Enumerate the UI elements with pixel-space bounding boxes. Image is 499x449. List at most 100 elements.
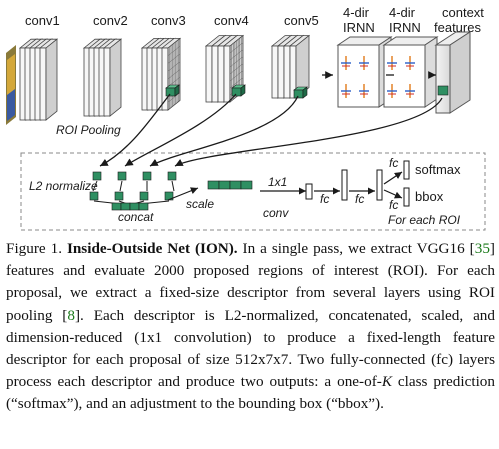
bbox-label: bbox — [415, 189, 444, 204]
slab-front — [103, 47, 111, 117]
caption-title: Inside-Outside Net (ION). — [66, 240, 238, 257]
caption-k-symbol: K — [381, 373, 392, 391]
concat-segment — [129, 202, 140, 211]
normalized-square — [114, 191, 124, 201]
context-features-block — [434, 31, 472, 114]
fc-bbox-label: fc — [389, 198, 398, 212]
grid-line — [167, 69, 181, 80]
roi-feature-cubes — [165, 84, 308, 99]
conv1-slab — [38, 38, 59, 121]
irnn2-label-line1: 4-dir — [389, 5, 416, 20]
softmax-output — [403, 160, 410, 180]
irnn-direction-marks — [341, 56, 415, 98]
grid-line — [229, 77, 244, 89]
arrow-to-bbox — [383, 189, 403, 199]
roi-cube-side — [174, 84, 180, 97]
grid-line — [229, 63, 244, 75]
arrow-concat-to-scale — [167, 187, 199, 201]
roi-cube-side — [240, 84, 246, 97]
irnn1-label-line2: IRNN — [343, 20, 375, 35]
fc2-label: fc — [355, 192, 364, 206]
irnn-block-2 — [382, 36, 439, 108]
for-each-roi-label: For each ROI — [388, 213, 461, 227]
scaled-segment — [240, 180, 253, 190]
softmax-label: softmax — [415, 162, 461, 177]
slab-side — [295, 34, 310, 99]
concat-label: concat — [118, 210, 154, 224]
pooled-square — [117, 171, 127, 181]
conv5-label: conv5 — [284, 13, 319, 28]
arrow-to-softmax — [383, 171, 403, 185]
pooled-square — [142, 171, 152, 181]
slab-front — [271, 45, 279, 99]
scale-label: scale — [186, 197, 214, 211]
irnn1-label-line1: 4-dir — [343, 5, 370, 20]
caption-figure-label: Figure 1. — [6, 240, 62, 257]
conv5-slab — [288, 34, 311, 99]
arrow-conv4-roi — [124, 93, 237, 167]
scaled-segment — [229, 180, 242, 190]
conv1x1-output — [305, 183, 313, 200]
grid-line — [167, 92, 181, 103]
concat-segment — [111, 202, 122, 211]
l2-arrow — [171, 180, 175, 192]
scaled-segment — [207, 180, 220, 190]
normalized-square — [139, 191, 149, 201]
slab-side — [45, 38, 58, 121]
conv4-label: conv4 — [214, 13, 249, 28]
caption-text-a: In a single pass, we extract VGG16 [ — [237, 240, 475, 257]
roi-cube-front — [231, 87, 242, 97]
slab-front — [211, 45, 219, 103]
irnn2-label-line2: IRNN — [389, 20, 421, 35]
caption-text-d: class prediction (“softmax”), and an adj… — [6, 373, 495, 413]
l2-normalize-label: L2 normalize — [29, 179, 98, 193]
concat-segment — [138, 202, 149, 211]
conv1x1-label-line1: 1x1 — [268, 175, 287, 189]
conv1-label: conv1 — [25, 13, 60, 28]
figure-caption: Figure 1. Inside-Outside Net (ION). In a… — [6, 238, 495, 416]
scaled-feature-vector — [207, 180, 253, 190]
roi-cube-front — [293, 89, 304, 99]
per-roi-panel — [20, 152, 486, 231]
slab-front — [223, 45, 231, 103]
roi-cube-front — [165, 87, 176, 97]
concat-segment — [120, 202, 131, 211]
conv1x1-label-line2: conv — [263, 206, 289, 220]
roi-cube-side — [302, 86, 308, 99]
bbox-output — [403, 187, 410, 207]
caption-text-c: ]. Each descriptor is L2-normalized, con… — [6, 306, 495, 391]
fc1-block — [341, 169, 348, 201]
caption-text-b: ] features and evaluate 2000 proposed re… — [6, 240, 495, 324]
conv2-slab — [102, 38, 123, 117]
normalized-square — [89, 191, 99, 201]
roi-pooling-label: ROI Pooling — [56, 123, 121, 137]
l2-arrow — [92, 180, 98, 192]
slab-front — [277, 45, 285, 99]
citation-35[interactable]: 35 — [474, 240, 490, 257]
fc2-block — [376, 169, 383, 201]
slab-front — [283, 45, 291, 99]
slab-front — [205, 45, 213, 103]
fc-softmax-label: fc — [389, 156, 398, 170]
slab-side — [109, 38, 122, 117]
scaled-segment — [218, 180, 231, 190]
context-label-line2: features — [434, 20, 481, 35]
grid-line — [229, 70, 244, 82]
pooled-features — [89, 171, 177, 211]
slab-front — [39, 47, 47, 121]
pooled-square — [92, 171, 102, 181]
arrow-context-roi — [174, 97, 443, 167]
citation-8[interactable]: 8 — [67, 306, 75, 324]
arrow-conv5-roi — [149, 95, 299, 167]
input-image — [6, 45, 16, 125]
pooled-square — [167, 171, 177, 181]
context-label-line1: context — [442, 5, 484, 20]
arrow-conv3-roi — [99, 93, 171, 167]
conv3-label: conv3 — [151, 13, 186, 28]
conv2-label: conv2 — [93, 13, 128, 28]
fc1-label: fc — [320, 192, 329, 206]
ion-architecture-diagram: conv1 conv2 conv3 conv4 conv5 4-dir IRNN… — [6, 5, 486, 231]
slab-front — [217, 45, 225, 103]
l2-arrow — [119, 180, 123, 192]
conv-layers — [18, 34, 311, 121]
